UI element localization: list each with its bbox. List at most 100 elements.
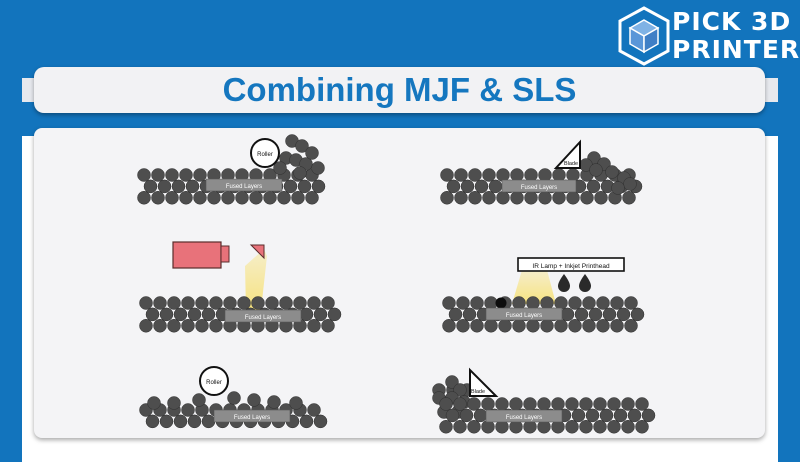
blade-label-2: Blade — [471, 389, 485, 395]
powder-granule — [147, 396, 161, 410]
powder-granule — [453, 397, 467, 411]
powder-granule — [552, 168, 566, 182]
powder-granule — [440, 191, 454, 205]
powder-granule — [193, 168, 207, 182]
powder-granule — [181, 319, 195, 333]
powder-granule — [468, 191, 482, 205]
powder-granule — [537, 397, 551, 411]
powder-granule — [540, 296, 554, 310]
powder-granule — [167, 319, 181, 333]
powder-granule — [440, 168, 454, 182]
powder-granule — [540, 319, 554, 333]
powder-granule — [482, 191, 496, 205]
powder-granule — [187, 414, 202, 429]
powder-granule — [459, 408, 474, 423]
roller-label-1: Roller — [257, 152, 273, 158]
fused-layer-label-5: Fused Layers — [234, 415, 270, 421]
powder-granule — [616, 307, 631, 322]
powder-granule — [151, 191, 165, 205]
fused-layer-2 — [501, 179, 577, 193]
laser-body — [172, 241, 222, 269]
fused-layer-label-4: Fused Layers — [506, 313, 542, 319]
powder-granule — [607, 420, 621, 434]
powder-granule — [153, 296, 167, 310]
powder-granule — [498, 319, 512, 333]
powder-granule — [474, 179, 489, 194]
powder-granule — [560, 307, 575, 322]
powder-granule — [137, 168, 151, 182]
fused-layer-4 — [485, 307, 563, 321]
powder-granule — [526, 296, 540, 310]
powder-granule — [139, 319, 153, 333]
powder-granule — [524, 191, 538, 205]
right-band — [778, 78, 800, 462]
powder-granule — [602, 307, 617, 322]
powder-granule — [201, 307, 216, 322]
powder-granule — [193, 191, 207, 205]
powder-granule — [568, 296, 582, 310]
powder-granule — [627, 408, 642, 423]
brand-logo[interactable]: PICK 3D PRINTER — [616, 4, 800, 70]
powder-granule — [448, 307, 463, 322]
powder-granule — [610, 296, 624, 310]
powder-granule — [251, 296, 265, 310]
brand-name: PICK 3D PRINTER — [672, 8, 800, 64]
powder-granule — [468, 168, 482, 182]
ink-dot — [495, 297, 507, 309]
powder-granule — [173, 307, 188, 322]
powder-granule — [159, 414, 174, 429]
powder-granule — [279, 296, 293, 310]
diagram-panel: Roller Fused Layers Blade Fused Layers F… — [34, 128, 765, 438]
laser-nozzle — [220, 245, 230, 263]
powder-granule — [610, 319, 624, 333]
powder-granule — [613, 408, 628, 423]
laser-mirror — [249, 244, 265, 260]
page-title: Combining MJF & SLS — [222, 71, 577, 108]
powder-granule — [305, 146, 319, 160]
powder-granule — [456, 296, 470, 310]
powder-granule — [179, 191, 193, 205]
powder-granule — [473, 408, 488, 423]
powder-granule — [470, 319, 484, 333]
powder-granule — [538, 191, 552, 205]
powder-granule — [454, 168, 468, 182]
laser-beam — [245, 249, 267, 310]
powder-granule — [171, 179, 186, 194]
powder-granule — [265, 296, 279, 310]
powder-granule — [201, 414, 216, 429]
powder-granule — [566, 168, 580, 182]
step-roller-spread — [137, 134, 326, 205]
ink-drop-icon — [558, 274, 570, 292]
powder-granule — [512, 319, 526, 333]
powder-granule — [305, 191, 319, 205]
powder-granule — [582, 296, 596, 310]
ink-drop-icon — [579, 274, 591, 292]
powder-granule — [295, 139, 309, 153]
powder-granule — [187, 307, 202, 322]
powder-granule — [630, 307, 645, 322]
powder-granule — [593, 420, 607, 434]
powder-granule — [227, 391, 241, 405]
powder-granule — [307, 319, 321, 333]
powder-granule — [327, 307, 342, 322]
powder-granule — [167, 296, 181, 310]
process-diagram: Roller Fused Layers Blade Fused Layers F… — [137, 134, 656, 434]
fused-layer-6 — [485, 409, 563, 423]
powder-granule — [596, 296, 610, 310]
powder-granule — [159, 307, 174, 322]
powder-granule — [496, 168, 510, 182]
powder-granule — [277, 191, 291, 205]
fused-layer-label-6: Fused Layers — [506, 415, 542, 421]
powder-granule — [586, 179, 601, 194]
powder-granule — [566, 191, 580, 205]
fused-layer-3 — [224, 309, 302, 323]
powder-granule — [446, 179, 461, 194]
fused-layer-label-1: Fused Layers — [226, 184, 262, 190]
step-blade-spread — [440, 151, 643, 205]
powder-granule — [267, 395, 281, 409]
powder-granule — [165, 191, 179, 205]
powder-granule — [523, 397, 537, 411]
powder-granule — [195, 319, 209, 333]
powder-granule — [321, 319, 335, 333]
fused-layer-5 — [213, 409, 291, 423]
